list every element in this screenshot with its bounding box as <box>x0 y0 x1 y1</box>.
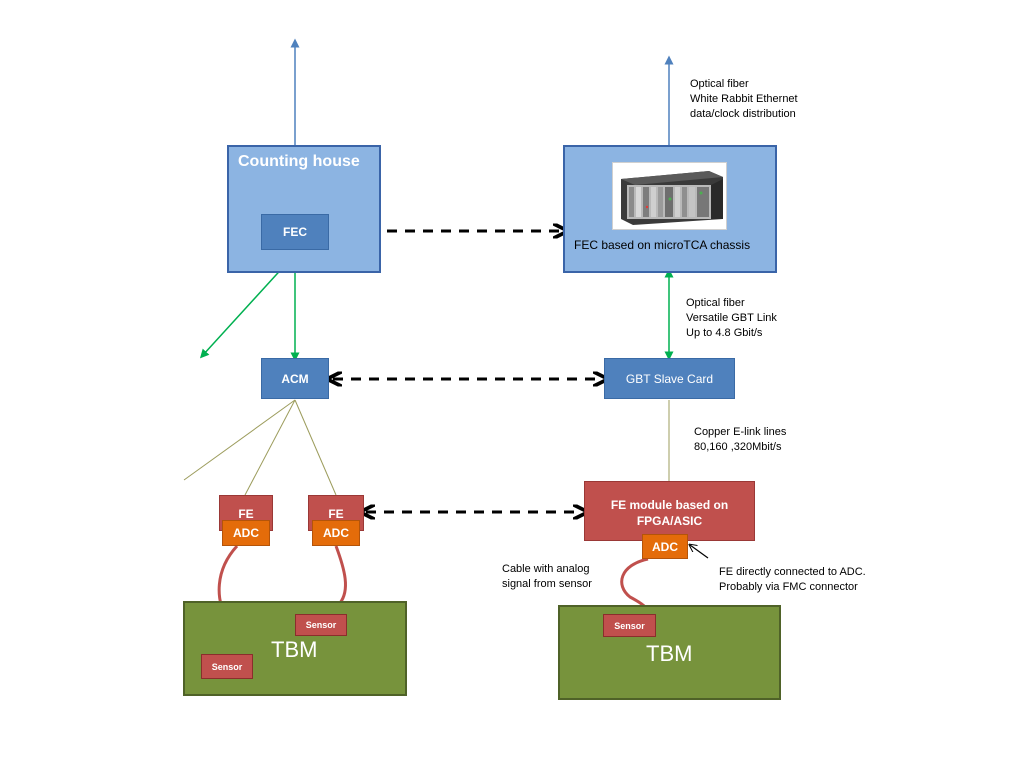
adc-box-2: ADC <box>312 520 360 546</box>
sensor-box-left-1: Sensor <box>201 654 253 679</box>
chassis-illustration <box>621 171 723 225</box>
adc-note-line-2: Probably via FMC connector <box>719 581 858 593</box>
fec-label: FEC <box>283 225 307 239</box>
optical-top-note-line-2: White Rabbit Ethernet <box>690 93 798 105</box>
adc-note: FE directly connected to ADC. Probably v… <box>719 565 866 595</box>
adc-note-line-1: FE directly connected to ADC. <box>719 566 866 578</box>
cable-note: Cable with analog signal from sensor <box>502 562 592 592</box>
sensor-box-left-2: Sensor <box>295 614 347 636</box>
sensor-label-right: Sensor <box>614 620 645 631</box>
fec-box: FEC <box>261 214 329 250</box>
adc-box-1: ADC <box>222 520 270 546</box>
microtca-chassis-image <box>612 162 727 230</box>
acm-box: ACM <box>261 358 329 399</box>
optical-top-note-line-1: Optical fiber <box>690 78 749 90</box>
counting-house-label: Counting house <box>238 153 360 170</box>
fan-line-fe1 <box>244 399 296 496</box>
sensor-box-right: Sensor <box>603 614 656 637</box>
gbt-slave-card-box: GBT Slave Card <box>604 358 735 399</box>
fan-line-offpage <box>183 399 296 481</box>
fe-module-label-line-2: FPGA/ASIC <box>636 514 703 528</box>
counting-house-box: Counting house <box>227 145 381 273</box>
cable-note-line-2: signal from sensor <box>502 578 592 590</box>
adc-pointer-arrow <box>690 545 709 559</box>
cable-note-line-1: Cable with analog <box>502 563 590 575</box>
optical-mid-note-line-3: Up to 4.8 Gbit/s <box>686 327 763 339</box>
chassis-label: FEC based on microTCA chassis <box>574 238 751 252</box>
optical-mid-note-line-1: Optical fiber <box>686 297 745 309</box>
optical-mid-note-line-2: Versatile GBT Link <box>686 312 777 324</box>
acm-label: ACM <box>281 371 309 386</box>
adc-label-1: ADC <box>233 526 259 540</box>
sensor-label-left-1: Sensor <box>211 661 243 672</box>
copper-note-line-1: Copper E-link lines <box>694 426 787 438</box>
copper-note-line-2: 80,160 ,320Mbit/s <box>694 441 782 453</box>
copper-note: Copper E-link lines 80,160 ,320Mbit/s <box>694 425 786 455</box>
sensor-label-left-2: Sensor <box>305 620 337 630</box>
adc-label-2: ADC <box>323 526 349 540</box>
optical-top-note-line-3: data/clock distribution <box>690 108 796 120</box>
fe-module-label-line-1: FE module based on <box>610 498 729 512</box>
optical-mid-note: Optical fiber Versatile GBT Link Up to 4… <box>686 296 777 341</box>
fan-line-fe2 <box>294 399 337 496</box>
adc-label-right: ADC <box>652 539 678 554</box>
tbm-box-right <box>558 605 781 700</box>
optical-top-note: Optical fiber White Rabbit Ethernet data… <box>690 77 798 122</box>
fe-label-1: FE <box>238 507 254 521</box>
gbt-slave-card-label: GBT Slave Card <box>625 371 714 386</box>
tbm-label-left: TBM <box>271 637 318 662</box>
fe-label-2: FE <box>328 507 344 521</box>
tbm-label-right: TBM <box>646 641 693 666</box>
adc-box-right: ADC <box>642 534 688 559</box>
fe-module-box: FE module based on FPGA/ASIC <box>584 481 755 541</box>
